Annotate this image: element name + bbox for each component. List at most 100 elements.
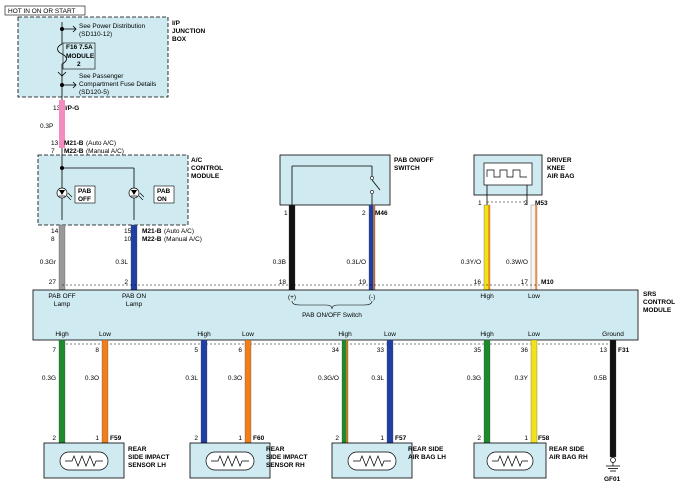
pab-on-lamp-icon — [128, 187, 145, 201]
lower-wire-pin: 33 — [377, 347, 385, 354]
upper-wire-pin: 19 — [359, 279, 367, 286]
ac-module-title-2: CONTROL — [191, 165, 223, 172]
lower-wire — [530, 339, 538, 444]
arrow-icon — [72, 25, 77, 33]
lower-wire-label: 0.5B — [594, 375, 607, 382]
srs-module-panel — [32, 289, 639, 341]
srs-title-3: MODULE — [643, 307, 672, 314]
resistor-icon — [65, 455, 103, 467]
pab-off-lamp-icon — [56, 187, 73, 201]
ac-off-pin-2: 8 — [51, 236, 55, 243]
upper-wire-pin: 17 — [521, 279, 529, 286]
ac-on-pin-2: 10 — [124, 236, 132, 243]
comp-airbag-rh-label-1: REAR SIDE — [549, 446, 585, 453]
fuse-box — [62, 42, 96, 70]
knee-connector: M53 — [535, 200, 548, 207]
upper-wire-label: 0.3L — [115, 259, 128, 266]
upper-wire-switch-plus — [288, 204, 296, 291]
lower-wire-end-pin: 2 — [52, 435, 56, 442]
knee-airbag-title-2: KNEE — [547, 165, 566, 172]
resistor-icon — [211, 455, 249, 467]
comp-airbag-lh-label-2: AIR BAG LH — [408, 454, 446, 461]
lower-wire-label: 0.3O — [85, 375, 99, 382]
comp-sensor-rh-connector: F60 — [253, 435, 265, 442]
srs-bottom-label: Low — [384, 331, 396, 338]
knee-pin-1: 1 — [478, 200, 482, 207]
knee-pin-2: 2 — [524, 200, 528, 207]
pab-switch-title-2: SWITCH — [394, 165, 420, 172]
passenger-note-3: (SD120-5) — [79, 89, 109, 96]
resistor-icon — [353, 455, 391, 467]
hot-label: HOT IN ON OR START — [8, 8, 76, 15]
junction-box-title-3: BOX — [172, 36, 187, 43]
fuse-rating: F16 7.5A — [66, 44, 93, 51]
lower-wire-end-pin: 2 — [194, 435, 198, 442]
comp-sensor-lh-label-2: SIDE IMPACT — [128, 454, 169, 461]
srs-bottom-label: Low — [99, 331, 111, 338]
srs-bottom-connector: F31 — [618, 347, 630, 354]
srs-bottom-label: High — [338, 331, 352, 338]
upper-wire-pab-off — [58, 224, 66, 291]
passenger-note-1: See Passenger — [79, 73, 124, 80]
junction-box-title-1: I/P — [172, 20, 181, 27]
srs-pab-off-label-1: PAB OFF — [48, 293, 75, 300]
knee-airbag-title-1: DRIVER — [547, 157, 572, 164]
comp-sensor-lh-label-3: SENSOR LH — [128, 462, 166, 469]
lower-wire-end-pin: 2 — [335, 435, 339, 442]
lower-wire-end-pin: 2 — [477, 435, 481, 442]
srs-minus-label: (-) — [369, 294, 376, 301]
srs-pab-on-label-1: PAB ON — [122, 293, 146, 300]
srs-title-2: CONTROL — [643, 299, 675, 306]
upper-wire-label: 0.3L/O — [346, 259, 366, 266]
comp-airbag-rh-connector: F58 — [538, 435, 550, 442]
lower-wire-label: 0.3G — [42, 375, 56, 382]
jb-out-pin: 13 — [53, 105, 61, 112]
ac-in-connector-2-desc: (Manual A/C) — [86, 148, 124, 155]
switch-icon — [291, 165, 381, 205]
comp-sensor-lh-connector: F59 — [110, 435, 122, 442]
lower-wire-end-pin: 1 — [95, 435, 99, 442]
switch-pin-2: 2 — [362, 210, 366, 217]
pab-off-label-1: PAB — [78, 188, 92, 195]
wire-pink-label: 0.3P — [40, 123, 53, 130]
ac-in-pin-1: 13 — [51, 140, 59, 147]
lower-wire-end-pin: 1 — [380, 435, 384, 442]
comp-sensor-rh-label-3: SENSOR RH — [266, 462, 305, 469]
lower-wire-pin: 6 — [238, 347, 242, 354]
switch-connector: M46 — [375, 210, 388, 217]
lower-wire-pin: 13 — [600, 347, 608, 354]
srs-bottom-label: Low — [242, 331, 254, 338]
lower-wire-label: 0.3Y — [515, 375, 529, 382]
fuse-module-label: MODULE — [66, 53, 95, 60]
srs-knee-low-label: Low — [528, 293, 540, 300]
srs-plus-label: (+) — [288, 294, 296, 301]
lower-wire — [101, 339, 109, 444]
component-airbag-rh — [473, 442, 547, 479]
passenger-note-2: Compartment Fuse Details — [79, 81, 157, 88]
fuse-icon — [57, 43, 67, 65]
upper-wire-group: 0.3Gr270.3L20.3B180.3L/O190.3Y/O160.3W/O… — [40, 204, 538, 291]
srs-bottom-label: High — [197, 331, 211, 338]
lower-wire-pin: 8 — [95, 347, 99, 354]
srs-bottom-label: Low — [528, 331, 540, 338]
junction-box-title-2: JUNCTION — [172, 28, 206, 35]
ground-icon — [606, 457, 620, 472]
lower-wire — [483, 339, 491, 444]
ac-module-title-1: A/C — [191, 157, 203, 164]
comp-sensor-rh-label-1: REAR — [266, 446, 285, 453]
jb-out-connector: I/P-G — [64, 105, 79, 112]
knee-airbag-title-3: AIR BAG — [547, 173, 574, 180]
lower-wire — [200, 339, 208, 444]
upper-wire-pin: 2 — [124, 279, 128, 286]
srs-top-connector: M10 — [541, 279, 554, 286]
pab-off-label-2: OFF — [78, 196, 91, 203]
lower-wire-label: 0.3O — [228, 375, 242, 382]
chevron-down-icon — [57, 71, 67, 77]
upper-wire-pab-on — [130, 224, 138, 291]
component-airbag-lh — [331, 442, 413, 479]
srs-bottom-label: High — [55, 331, 69, 338]
pab-off-box — [74, 185, 96, 204]
upper-wire-pin: 16 — [474, 279, 482, 286]
wire-pink — [59, 100, 65, 148]
